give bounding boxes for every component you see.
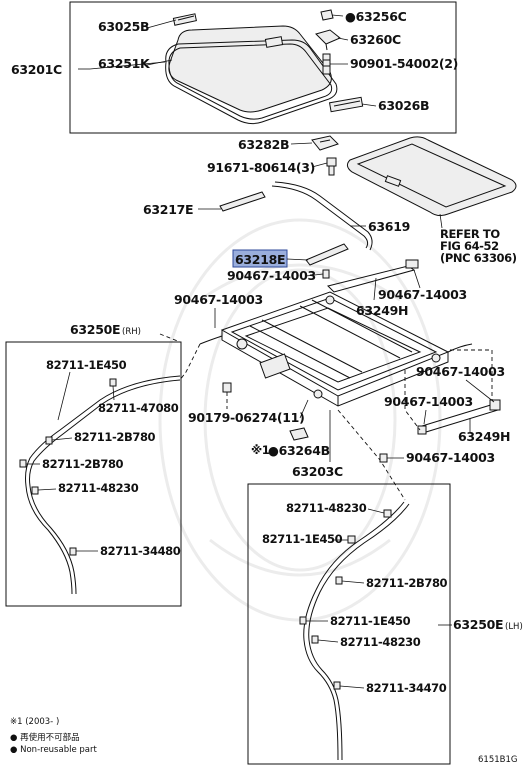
sunroof-housing-frame[interactable]	[199, 291, 473, 407]
arm-63249H-b-part[interactable]	[417, 399, 501, 435]
label-63249H-a[interactable]: 63249H	[356, 303, 408, 318]
refer-line-2: FIG 64-52	[440, 239, 499, 253]
label-63249H-b[interactable]: 63249H	[458, 429, 510, 444]
screw-90467-f-part[interactable]	[379, 453, 388, 463]
label-91671-80614[interactable]: 91671-80614(3)	[207, 160, 315, 175]
highlight-63218E	[232, 249, 288, 268]
label-63264B-mark: ※1	[251, 443, 270, 457]
sunroof-glass-panel[interactable]	[168, 25, 332, 113]
sunshade-panel[interactable]	[346, 136, 517, 217]
rh-drain-hose-part[interactable]	[25, 375, 181, 595]
label-lh-82711-1E450-b[interactable]: 82711-1E450	[330, 614, 411, 628]
label-63250E-rh[interactable]: 63250E	[70, 322, 121, 337]
screw-90467-a-part[interactable]	[322, 269, 330, 279]
bracket-63282B-part[interactable]	[311, 135, 339, 151]
bracket-63026B-part[interactable]	[328, 96, 364, 113]
label-90179-06274[interactable]: 90179-06274(11)	[188, 410, 305, 425]
label-rh-82711-2B780-a[interactable]: 82711-2B780	[74, 430, 156, 444]
label-63282B[interactable]: 63282B	[238, 137, 290, 152]
label-90467-14003-d[interactable]: 90467-14003	[416, 364, 505, 379]
lh-tag: (LH)	[505, 622, 523, 632]
seal-63218E-part[interactable]	[305, 243, 349, 266]
bolt-90901-part[interactable]	[322, 53, 331, 75]
glass-assembly-box	[69, 1, 457, 134]
label-63260C[interactable]: 63260C	[350, 32, 401, 47]
clip-63025B-part[interactable]	[172, 13, 197, 26]
seal-63264B-part[interactable]	[289, 427, 309, 441]
label-63264B[interactable]: ●63264B	[268, 443, 330, 458]
legend-note-3: ● Non-reusable part	[10, 745, 97, 755]
lh-drain-hose-box	[247, 483, 451, 765]
label-63203C[interactable]: 63203C	[292, 464, 343, 479]
label-rh-82711-2B780-b[interactable]: 82711-2B780	[42, 457, 124, 471]
label-63619[interactable]: 63619	[368, 219, 410, 234]
figure-id: 6151B1G	[478, 755, 517, 765]
bracket-63260C-part[interactable]	[315, 29, 341, 51]
label-63025B[interactable]: 63025B	[98, 19, 150, 34]
label-90467-14003-a[interactable]: 90467-14003	[227, 268, 316, 283]
label-lh-82711-2B780[interactable]: 82711-2B780	[366, 576, 448, 590]
label-63201C[interactable]: 63201C	[11, 62, 62, 77]
label-63256C[interactable]: ●63256C	[345, 9, 407, 24]
label-90467-14003-b[interactable]: 90467-14003	[378, 287, 467, 302]
nut-63256C-part[interactable]	[320, 9, 334, 21]
label-rh-82711-1E450[interactable]: 82711-1E450	[46, 358, 127, 372]
label-lh-82711-34470[interactable]: 82711-34470	[366, 681, 447, 695]
clip-90179-part[interactable]	[222, 382, 232, 393]
label-lh-82711-48230-b[interactable]: 82711-48230	[340, 635, 421, 649]
glass-weatherstrip[interactable]	[165, 39, 338, 125]
seal-63217E-part[interactable]	[219, 191, 266, 212]
legend-note-1: ※1 (2003- )	[10, 717, 59, 727]
label-rh-82711-47080[interactable]: 82711-47080	[98, 401, 179, 415]
refer-line-1: REFER TO	[440, 227, 500, 241]
rh-tag: (RH)	[122, 327, 141, 337]
label-63217E[interactable]: 63217E	[143, 202, 194, 217]
label-63251K[interactable]: 63251K	[98, 56, 151, 71]
rh-drain-hose-box	[5, 341, 182, 607]
label-63250E-lh[interactable]: 63250E	[453, 617, 504, 632]
label-90467-14003-f[interactable]: 90467-14003	[406, 450, 495, 465]
legend-note-2: ● 再使用不可部品	[10, 732, 80, 743]
refer-line-3: (PNC 63306)	[440, 251, 517, 265]
label-63026B[interactable]: 63026B	[378, 98, 430, 113]
label-63218E[interactable]: 63218E	[235, 252, 286, 267]
label-rh-82711-34480[interactable]: 82711-34480	[100, 544, 181, 558]
label-lh-82711-48230-a[interactable]: 82711-48230	[286, 501, 367, 515]
label-90467-14003-c[interactable]: 90467-14003	[174, 292, 263, 307]
label-lh-82711-1E450-a[interactable]: 82711-1E450	[262, 532, 343, 546]
lh-drain-hose-part[interactable]	[303, 501, 410, 761]
label-rh-82711-48230[interactable]: 82711-48230	[58, 481, 139, 495]
label-90901-54002[interactable]: 90901-54002(2)	[350, 56, 458, 71]
deflector-63619-part[interactable]	[271, 181, 373, 251]
bolt-91671-part[interactable]	[326, 157, 337, 176]
label-90467-14003-e[interactable]: 90467-14003	[384, 394, 473, 409]
